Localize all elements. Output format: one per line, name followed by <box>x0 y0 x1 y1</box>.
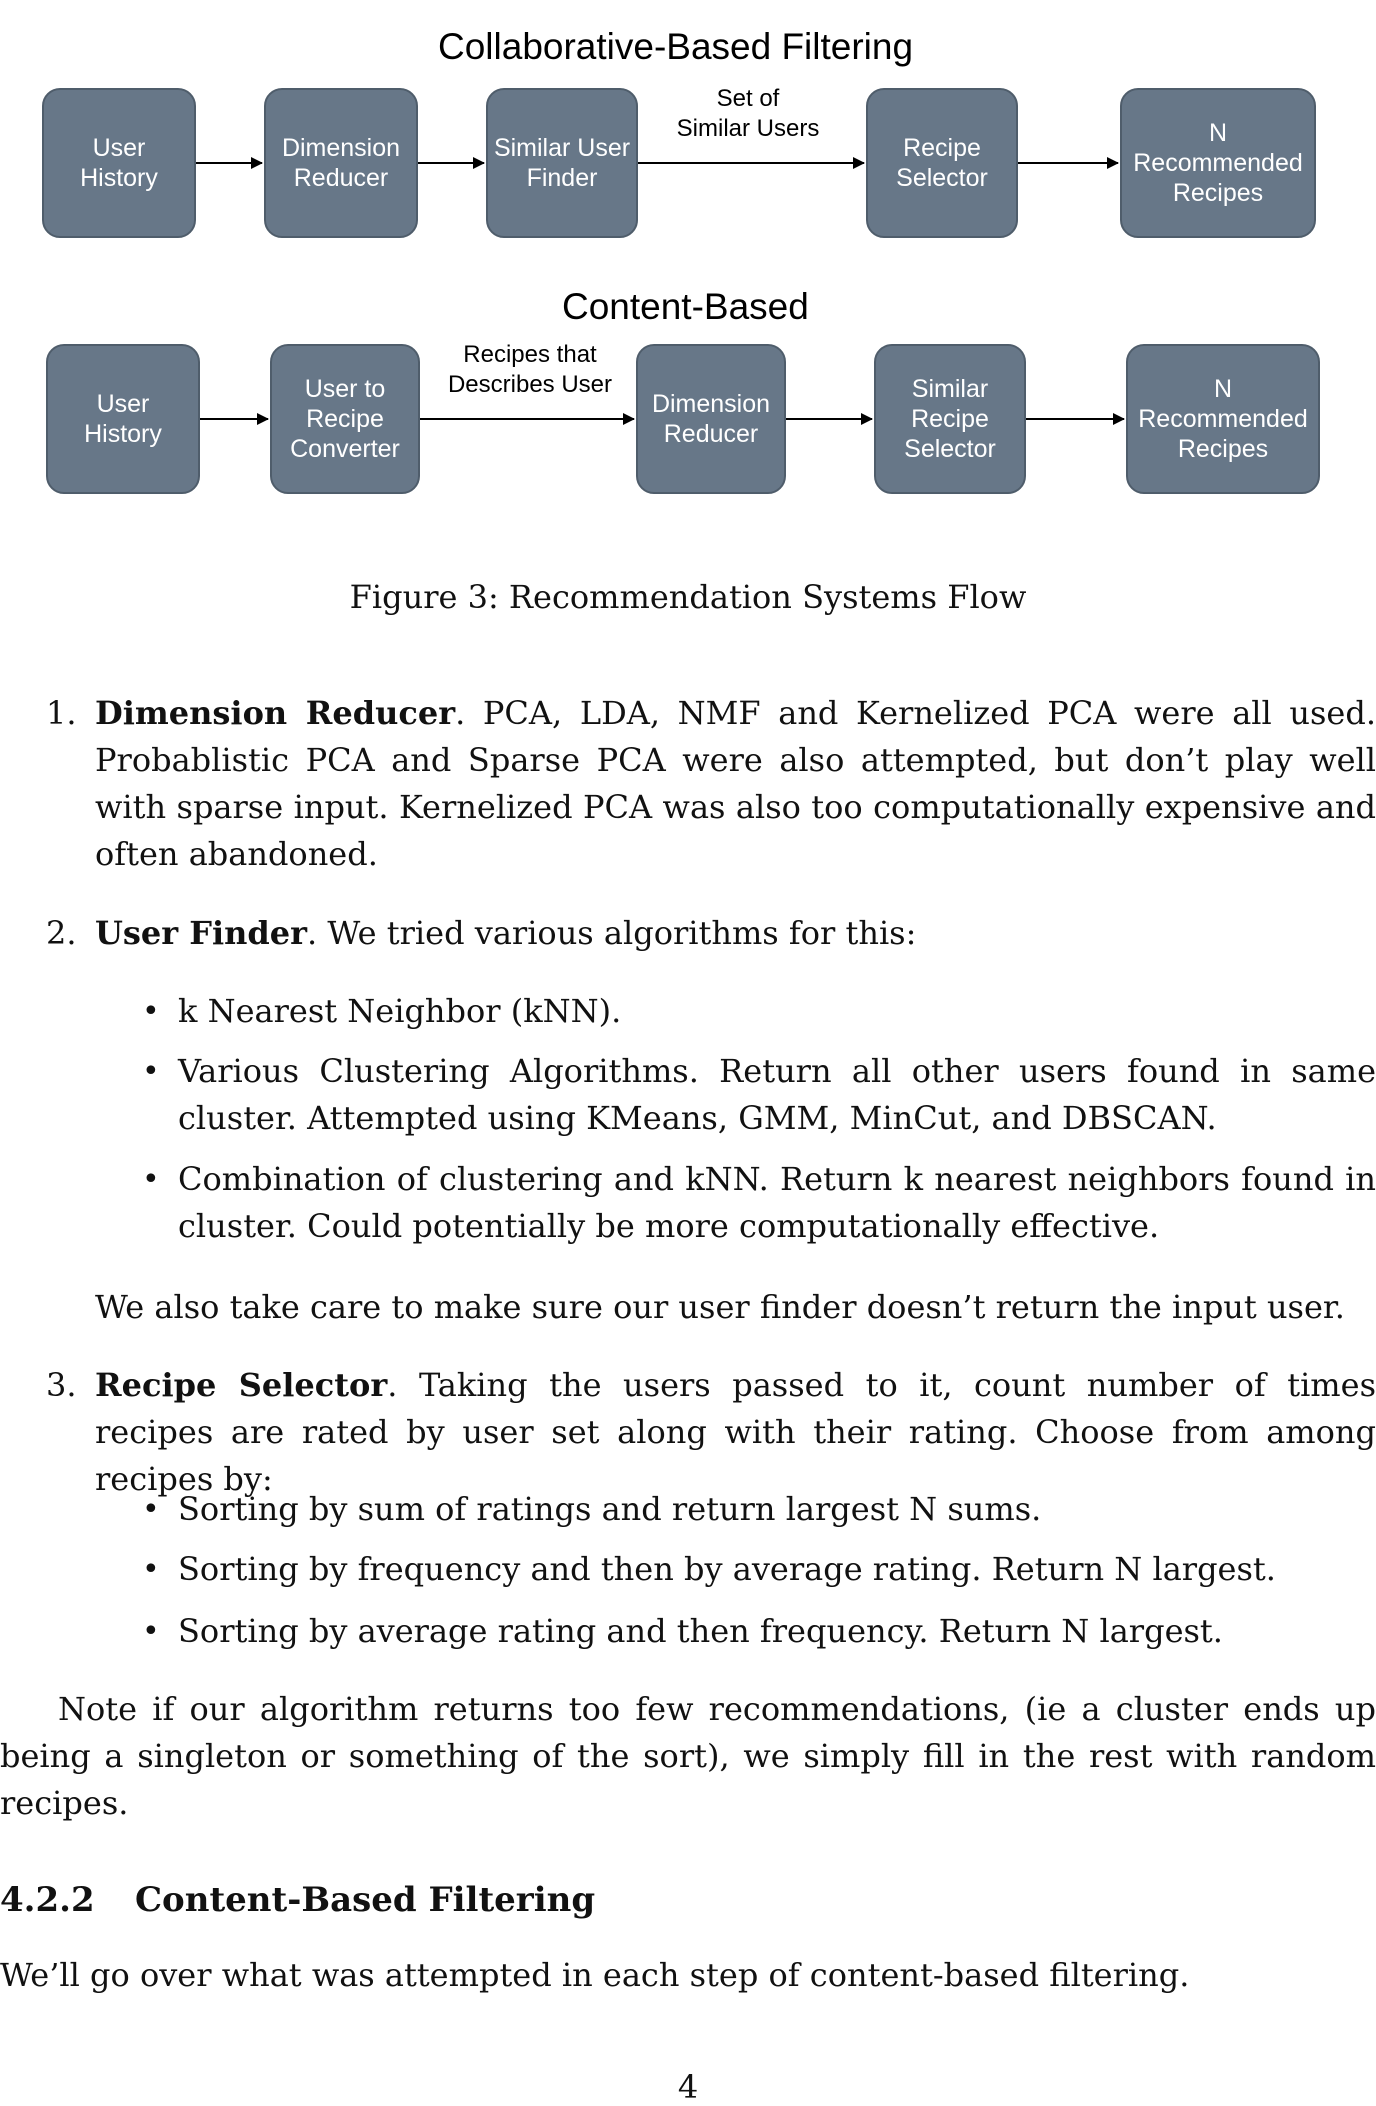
cf-user-history-box: User History <box>42 88 196 238</box>
bullet-icon: • <box>142 1614 160 1649</box>
list-item-text: . We tried various algorithms for this: <box>307 914 917 952</box>
section-number: 4.2.2 <box>0 1880 95 1920</box>
cb-similar-recipe-selector-box: Similar Recipe Selector <box>874 344 1026 494</box>
bullet-icon: • <box>142 1162 160 1197</box>
cf-recipe-selector-box: Recipe Selector <box>866 88 1018 238</box>
cb-user-to-recipe-converter-box: User to Recipe Converter <box>270 344 420 494</box>
list-item-recipe-selector: Recipe Selector. Taking the users passed… <box>95 1362 1376 1503</box>
note-paragraph: Note if our algorithm returns too few re… <box>0 1690 1376 1822</box>
cf-dimension-reducer-box: Dimension Reducer <box>264 88 418 238</box>
cf-n-recommended-box: N Recommended Recipes <box>1120 88 1316 238</box>
list-item-text: . PCA, LDA, NMF and Kernelized PCA were … <box>95 694 1376 873</box>
cb-dimension-reducer-box: Dimension Reducer <box>636 344 786 494</box>
cb-edge-label: Recipes that Describes User <box>447 341 613 398</box>
page-number: 4 <box>677 2068 699 2106</box>
bullet-item: Sorting by frequency and then by average… <box>178 1550 1276 1588</box>
bullet-item: Sorting by sum of ratings and return lar… <box>178 1490 1042 1528</box>
list-item-term: Dimension Reducer <box>95 694 456 732</box>
list-number: 2. <box>46 914 77 952</box>
section-title: Content-Based Filtering <box>135 1880 596 1920</box>
figure-caption: Figure 3: Recommendation Systems Flow <box>349 578 1027 616</box>
bullet-icon: • <box>142 1054 160 1089</box>
collaborative-diagram-title: Collaborative-Based Filtering <box>438 26 914 67</box>
content-diagram-title: Content-Based <box>562 286 809 327</box>
list-number: 3. <box>46 1366 77 1404</box>
bullet-icon: • <box>142 994 160 1029</box>
list-number: 1. <box>46 694 77 732</box>
bullet-item: Sorting by average rating and then frequ… <box>178 1612 1223 1650</box>
bullet-item: Combination of clustering and kNN. Retur… <box>178 1160 1376 1245</box>
section-heading: 4.2.2 Content-Based Filtering <box>0 1880 595 1920</box>
cb-user-history-box: User History <box>46 344 200 494</box>
cb-n-recommended-box: N Recommended Recipes <box>1126 344 1320 494</box>
list-item-term: Recipe Selector <box>95 1366 388 1404</box>
list-item-dimension-reducer: Dimension Reducer. PCA, LDA, NMF and Ker… <box>95 690 1376 878</box>
cf-similar-user-finder-box: Similar User Finder <box>486 88 638 238</box>
flow-arrows <box>196 157 1125 425</box>
section-intro: We’ll go over what was attempted in each… <box>0 1956 1190 1994</box>
list-item-user-finder: User Finder. We tried various algorithms… <box>95 910 1376 957</box>
list-item-text: . Taking the users passed to it, count n… <box>95 1366 1376 1498</box>
bullet-icon: • <box>142 1552 160 1587</box>
bullet-icon: • <box>142 1492 160 1527</box>
bullet-item: Various Clustering Algorithms. Return al… <box>178 1052 1376 1137</box>
cf-edge-label: Set of Similar Users <box>676 85 820 142</box>
user-finder-note: We also take care to make sure our user … <box>95 1288 1345 1326</box>
bullet-item: k Nearest Neighbor (kNN). <box>178 992 622 1030</box>
list-item-term: User Finder <box>95 914 308 952</box>
